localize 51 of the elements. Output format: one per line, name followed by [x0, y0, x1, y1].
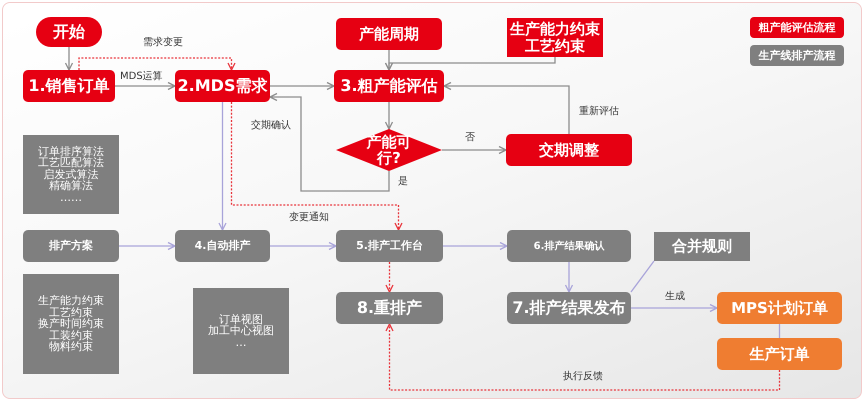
note-box: 订单排序算法 工艺匹配算法 启发式算法 精确算法 …… [23, 135, 119, 214]
edge-label: 需求变更 [143, 37, 183, 48]
process-box: MPS计划订单 [717, 292, 842, 324]
legend-key: 生产线排产流程 [750, 45, 844, 66]
process-box: 产能周期 [336, 18, 442, 50]
start-terminal: 开始 [36, 17, 102, 47]
edge-label: 执行反馈 [563, 371, 603, 382]
edge-label: MDS运算 [120, 71, 163, 82]
process-box: 4.自动排产 [175, 230, 270, 262]
arrow [443, 242, 508, 250]
edge-label: 生成 [665, 291, 685, 302]
arrow [385, 323, 780, 391]
arrow [443, 82, 570, 134]
arrow [385, 262, 394, 293]
connector-line [630, 260, 655, 292]
note-box: 生产能力约束 工艺约束 换产时间约束 工装约束 物料约束 [23, 274, 119, 374]
process-box: 5.排产工作台 [336, 230, 443, 262]
arrow [384, 102, 394, 130]
arrow [115, 82, 176, 90]
arrow [78, 57, 236, 71]
arrow [270, 242, 337, 250]
process-box: 排产方案 [23, 230, 119, 262]
process-box: 生产订单 [717, 338, 842, 370]
note-box: 生产能力约束 工艺约束 [507, 18, 603, 57]
note-text: 交期确认 [251, 120, 291, 131]
legend-key: 粗产能评估流程 [750, 17, 844, 38]
arrow [218, 102, 227, 231]
arrow [564, 262, 574, 293]
process-box: 1.销售订单 [23, 70, 115, 102]
note-box: 合并规则 [654, 232, 750, 261]
process-box: 6.排产结果确认 [507, 230, 631, 262]
arrow [119, 242, 176, 250]
arrow [631, 304, 718, 312]
arrow [230, 102, 403, 231]
process-box: 交期调整 [506, 134, 632, 166]
process-box: 3.粗产能评估 [334, 70, 444, 102]
arrow [64, 47, 74, 71]
connector-line [778, 324, 780, 338]
arrow [270, 82, 335, 90]
edge-label: 重新评估 [579, 106, 619, 117]
arrow [269, 92, 390, 192]
decision-diamond: 产能可行? [336, 129, 442, 171]
arrow [442, 146, 507, 154]
edge-label: 否 [465, 132, 475, 143]
process-box: 2.MDS需求 [175, 70, 270, 102]
arrow [384, 57, 556, 71]
process-box: 7.排产结果发布 [507, 292, 631, 324]
process-box: 8.重排产 [336, 292, 443, 324]
edge-label: 是 [398, 176, 408, 187]
edge-label: 变更通知 [289, 212, 329, 223]
note-box: 订单视图 加工中心视图 … [193, 288, 289, 374]
